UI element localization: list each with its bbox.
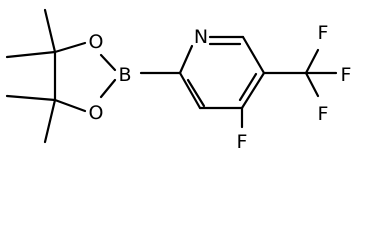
bond-c5-c6 bbox=[241, 35, 266, 75]
atom-labels: N B O O F F F F bbox=[89, 22, 352, 153]
bond-b-o-top bbox=[99, 53, 117, 72]
bond-c4-c5 bbox=[240, 71, 266, 110]
bond-n-c2 bbox=[178, 44, 194, 75]
atom-label-f-cf3-bottom: F bbox=[318, 103, 329, 125]
bond-cf3-f-top bbox=[304, 48, 320, 75]
bond-methyl-3 bbox=[5, 94, 57, 102]
structure-drawing: N B O O F F F F bbox=[5, 8, 352, 153]
bond-methyl-2 bbox=[5, 50, 57, 59]
bond-methyl-1 bbox=[43, 8, 57, 54]
atom-label-b: B bbox=[118, 64, 131, 86]
atom-label-f-cf3-right: F bbox=[341, 64, 352, 86]
atom-label-n: N bbox=[194, 26, 208, 48]
bond-c2-c3-inner bbox=[186, 78, 206, 108]
molecule-diagram: N B O O F F F F bbox=[5, 8, 352, 153]
atom-label-o-bottom: O bbox=[89, 102, 104, 124]
atom-label-f-ring: F bbox=[237, 131, 248, 153]
bond-o-top-c bbox=[53, 41, 87, 54]
atom-label-f-cf3-top: F bbox=[318, 22, 329, 44]
bond-c2-c3 bbox=[178, 71, 202, 110]
bond-cf3-f-bottom bbox=[304, 71, 320, 98]
bond-b-o-bottom bbox=[99, 78, 117, 99]
bonds bbox=[5, 8, 338, 144]
bond-c4-c5-inner bbox=[238, 72, 258, 102]
atom-label-o-top: O bbox=[89, 31, 104, 53]
bond-o-bottom-c bbox=[53, 98, 87, 113]
bond-methyl-4 bbox=[43, 98, 57, 144]
